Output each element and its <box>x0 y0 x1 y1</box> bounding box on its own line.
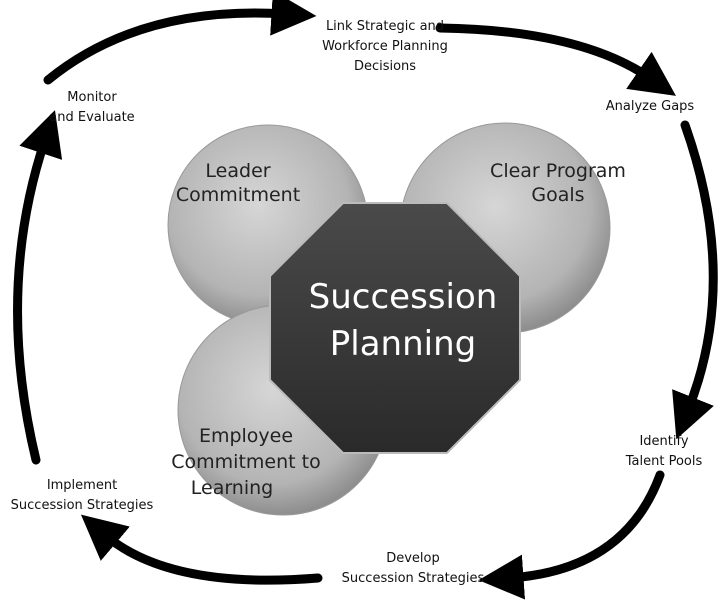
arrow-analyze-to-identify <box>672 120 718 440</box>
leader-label-2: Commitment <box>176 184 300 206</box>
employee-label-2: Commitment to <box>171 451 320 473</box>
arrow-develop-to-implement <box>80 514 323 585</box>
center-label-2: Planning <box>330 324 476 364</box>
leader-label-1: Leader <box>205 160 270 182</box>
arrow-monitor-to-link <box>43 0 317 85</box>
center-label-1: Succession <box>309 277 498 317</box>
label-analyze-gaps: Analyze Gaps <box>606 99 695 114</box>
arrow-implement-to-monitor <box>13 110 63 465</box>
employee-label-3: Learning <box>191 477 274 499</box>
arrow-link-to-analyze <box>435 23 676 96</box>
arrow-identify-to-develop <box>478 470 665 600</box>
goals-label-2: Goals <box>531 184 584 206</box>
goals-label-1: Clear Program <box>490 160 626 182</box>
employee-label-1: Employee <box>199 425 293 447</box>
